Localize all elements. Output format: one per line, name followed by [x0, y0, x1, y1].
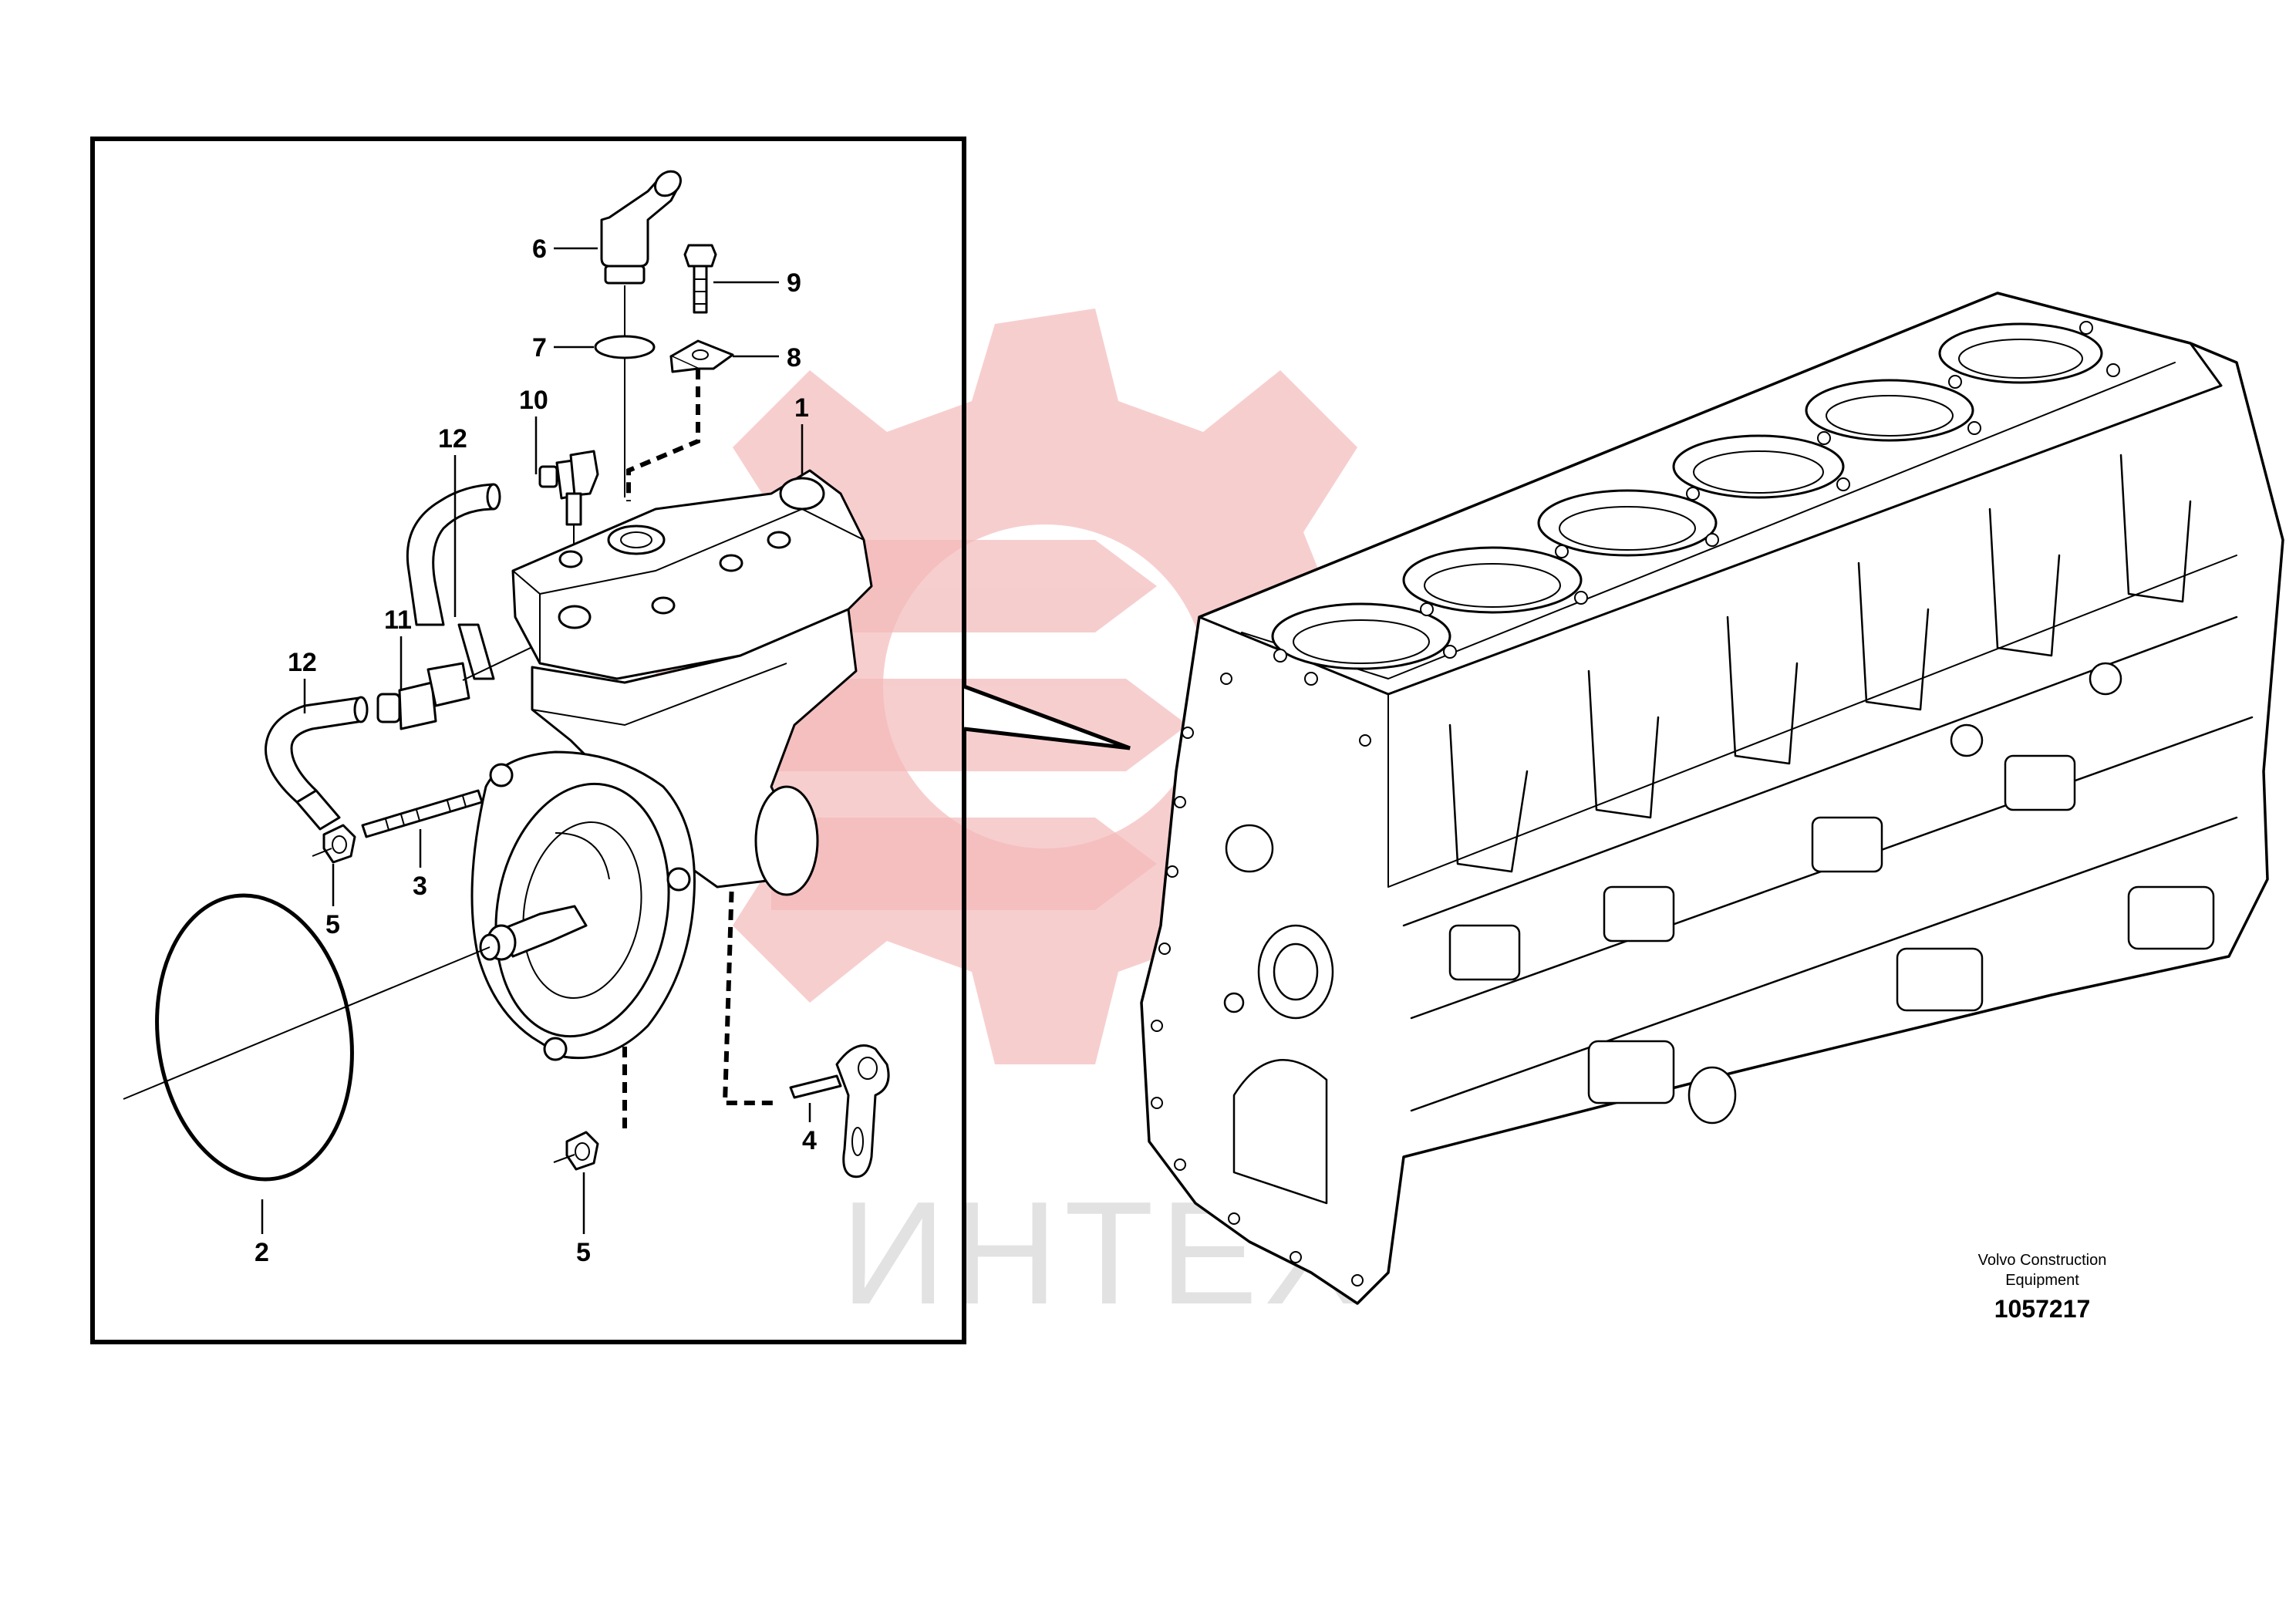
callout-11: 11	[384, 605, 412, 635]
callout-10: 10	[519, 386, 548, 415]
engine-block-illustration	[1140, 292, 2284, 1305]
cylinder-bores	[1271, 322, 2103, 670]
part-8-bracket	[669, 339, 734, 373]
callout-1: 1	[794, 393, 809, 423]
deck-bolt-holes	[1273, 321, 2120, 686]
cylinder-bore-1	[1271, 602, 1451, 670]
part-12-upper-hose	[406, 483, 501, 680]
cylinder-bore-4	[1672, 434, 1845, 499]
part-5-nut-lower	[553, 1131, 599, 1171]
credit-line-2: Equipment	[2005, 1272, 2079, 1289]
part-1-compressor	[511, 469, 873, 896]
part-1-flange	[123, 750, 696, 1100]
engine-block-outline	[1140, 292, 2284, 1305]
part-6-elbow-pipe	[600, 170, 682, 497]
detail-pointer	[963, 684, 1131, 750]
callout-12-lower: 12	[288, 648, 317, 677]
callout-12-upper: 12	[438, 424, 467, 454]
detail-frame-border	[90, 137, 966, 1344]
cylinder-bore-3	[1537, 489, 1718, 557]
credit-line-1: Volvo Construction	[1978, 1252, 2107, 1269]
detail-frame	[90, 137, 1131, 1344]
part-2-o-ring	[155, 893, 354, 1182]
callout-leaders	[261, 247, 811, 1234]
cylinder-bore-6	[1938, 322, 2103, 384]
callout-2: 2	[255, 1238, 269, 1267]
callout-8: 8	[787, 343, 801, 373]
credit-block: Volvo Construction Equipment 1057217	[1978, 1252, 2107, 1323]
callout-5-lower: 5	[576, 1238, 591, 1267]
callout-5-upper: 5	[325, 910, 340, 939]
callout-7: 7	[532, 333, 547, 363]
exploded-view	[123, 170, 890, 1182]
cylinder-bore-5	[1805, 379, 1974, 442]
callout-3: 3	[413, 872, 427, 901]
part-9-bolt	[683, 244, 717, 314]
cylinder-bore-2	[1402, 546, 1583, 614]
block-lower-details	[1223, 662, 2215, 1205]
callout-9: 9	[787, 268, 801, 298]
part-10-elbow-fitting	[538, 450, 599, 555]
callout-labels: 6 7 9 8 1 10 12 11 12 3 5 2 4 5	[255, 234, 817, 1267]
part-7-o-ring	[594, 335, 656, 359]
part-3-stud	[361, 789, 484, 838]
callout-4: 4	[802, 1126, 817, 1155]
front-face-holes	[1151, 673, 1371, 1286]
part-4-bracket	[789, 1044, 890, 1179]
document-number: 1057217	[1994, 1295, 2091, 1323]
part-12-lower-hose	[265, 696, 369, 831]
part-5-nut-upper	[312, 824, 356, 864]
callout-6: 6	[532, 234, 547, 264]
part-11-connector	[376, 628, 571, 730]
